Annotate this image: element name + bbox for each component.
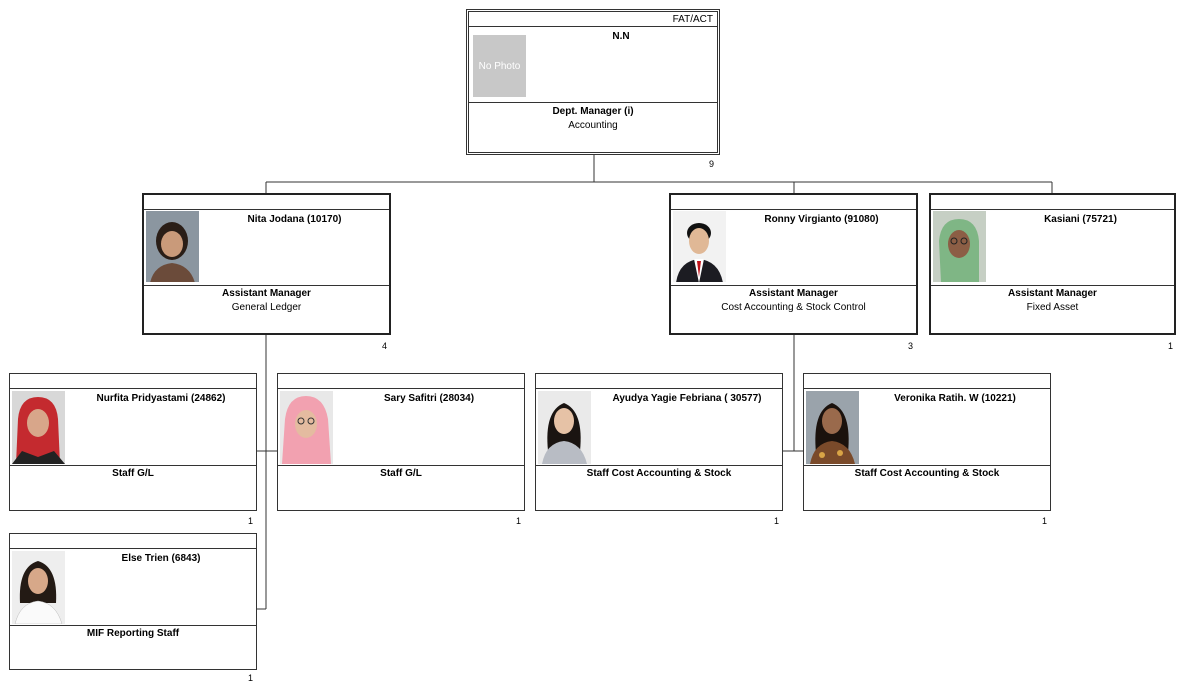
woman-batik-avatar <box>806 391 859 464</box>
node-title: MIF Reporting Staff <box>86 628 180 639</box>
node-count: 1 <box>773 516 779 526</box>
org-node-kasiani[interactable]: Kasiani (75721) Assistant Manager Fixed … <box>929 193 1176 335</box>
man-suit-avatar <box>673 211 726 282</box>
org-node-else-trien[interactable]: Else Trien (6843) MIF Reporting Staff <box>9 533 257 670</box>
org-node-sary-safitri[interactable]: Sary Safitri (28034) Staff G/L <box>277 373 525 511</box>
node-title: Staff Cost Accounting & Stock <box>586 468 732 479</box>
org-code: FAT/ACT <box>469 12 717 27</box>
node-count: 1 <box>1041 516 1047 526</box>
node-count: 1 <box>1167 341 1173 351</box>
org-node-dept-manager[interactable]: FAT/ACT No Photo N.N Dept. Manager (i) A… <box>466 9 720 155</box>
node-count: 1 <box>247 673 253 683</box>
node-count: 9 <box>708 159 714 169</box>
node-title: Assistant Manager <box>1008 288 1097 299</box>
node-count: 4 <box>381 341 387 351</box>
node-unit: Fixed Asset <box>1026 302 1079 313</box>
node-unit: Cost Accounting & Stock Control <box>721 302 866 313</box>
org-node-nita-jodana[interactable]: Nita Jodana (10170) Assistant Manager Ge… <box>142 193 391 335</box>
node-count: 3 <box>907 341 913 351</box>
woman-hijab-red-avatar <box>12 391 65 464</box>
node-name: Else Trien (6843) <box>121 553 201 564</box>
node-unit: Accounting <box>568 120 618 131</box>
woman-short-hair-avatar <box>146 211 199 282</box>
woman-white-blouse-avatar <box>12 551 65 624</box>
node-name: Veronika Ratih. W (10221) <box>894 393 1016 404</box>
node-name: Ayudya Yagie Febriana ( 30577) <box>612 393 762 404</box>
node-title: Dept. Manager (i) <box>552 106 634 117</box>
org-node-ronny-virgianto[interactable]: Ronny Virgianto (91080) Assistant Manage… <box>669 193 918 335</box>
org-node-nurfita-pridyastami[interactable]: Nurfita Pridyastami (24862) Staff G/L <box>9 373 257 511</box>
node-name: Sary Safitri (28034) <box>383 393 475 404</box>
node-name: Kasiani (75721) <box>1044 214 1117 225</box>
node-name: Ronny Virgianto (91080) <box>764 214 879 225</box>
node-count: 1 <box>515 516 521 526</box>
node-title: Staff G/L <box>380 468 422 479</box>
node-title: Assistant Manager <box>222 288 311 299</box>
node-name: N.N <box>612 31 630 42</box>
node-name: Nita Jodana (10170) <box>247 214 342 225</box>
node-name: Nurfita Pridyastami (24862) <box>96 393 226 404</box>
org-node-veronika-ratih-w[interactable]: Veronika Ratih. W (10221) Staff Cost Acc… <box>803 373 1051 511</box>
node-count: 1 <box>247 516 253 526</box>
woman-long-hair-avatar <box>538 391 591 464</box>
org-node-ayudya-yagie-febriana[interactable]: Ayudya Yagie Febriana ( 30577) Staff Cos… <box>535 373 783 511</box>
no-photo-label: No Photo <box>473 35 526 97</box>
node-title: Staff G/L <box>112 468 154 479</box>
node-unit: General Ledger <box>231 302 302 313</box>
woman-hijab-pink-avatar <box>280 391 333 464</box>
woman-hijab-green-avatar <box>933 211 986 282</box>
node-title: Staff Cost Accounting & Stock <box>854 468 1000 479</box>
no-photo-placeholder: No Photo <box>473 35 526 97</box>
node-title: Assistant Manager <box>749 288 838 299</box>
